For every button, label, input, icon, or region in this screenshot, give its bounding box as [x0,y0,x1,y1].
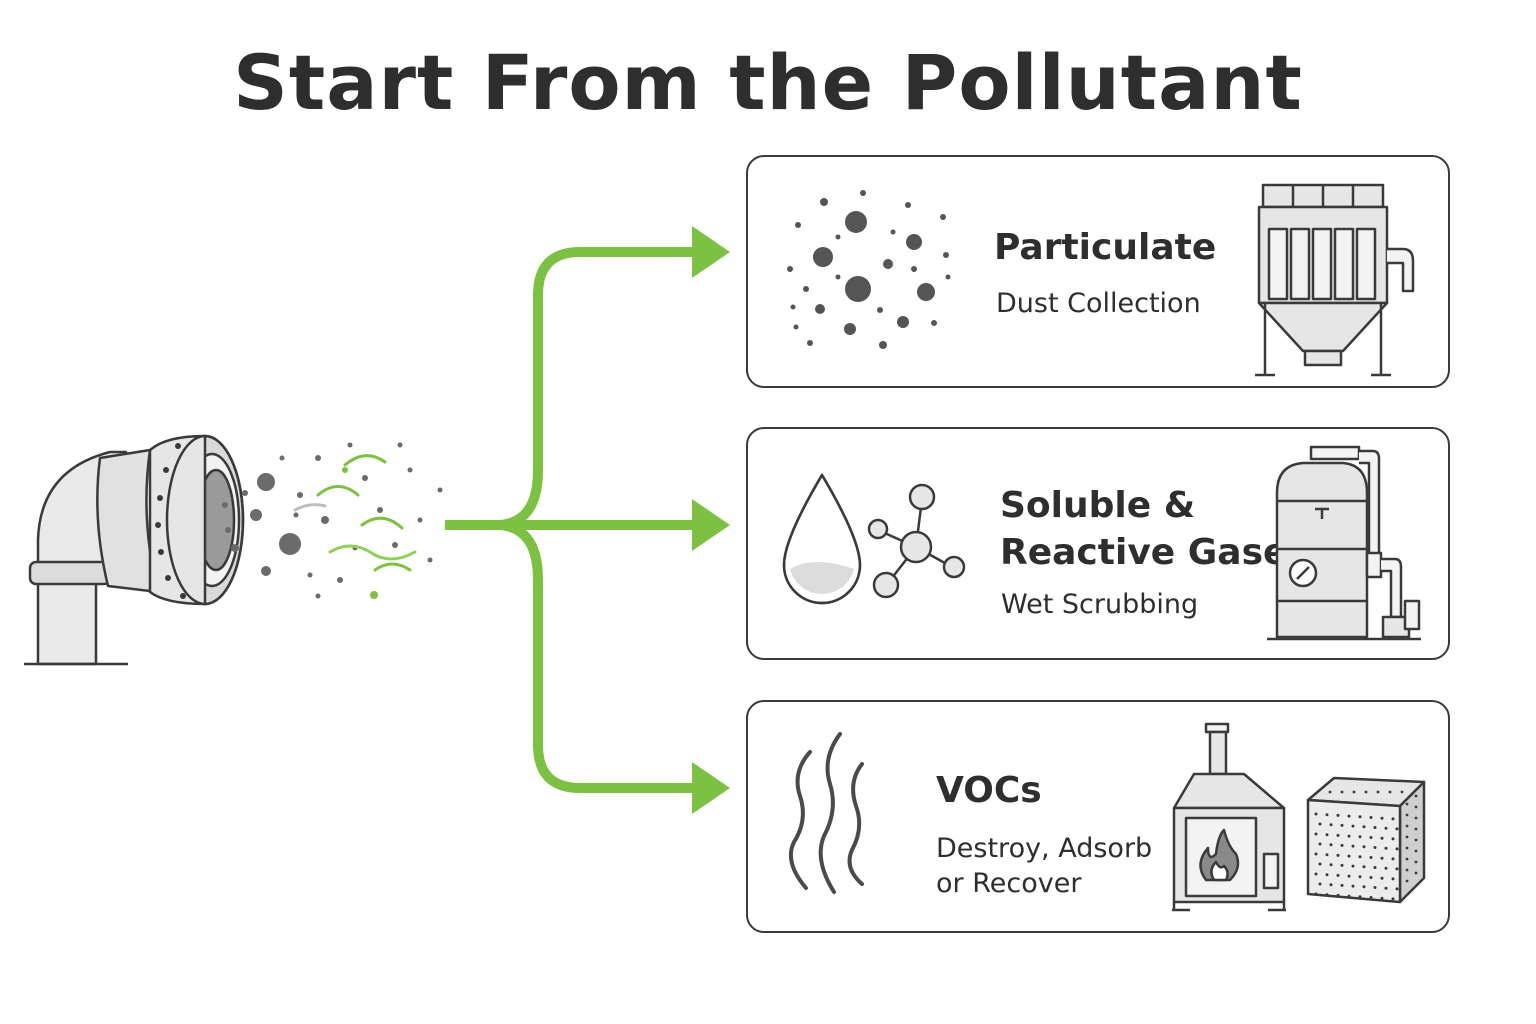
baghouse-dust-collector-icon [1255,183,1415,377]
branch-card-particulate: Particulate Dust Collection [746,155,1450,388]
branch-subtitle-vocs-line-1: Destroy, Adsorb [936,833,1153,864]
branch-title-gases-line-2: Reactive Gases [1000,532,1309,573]
arrow-to-vocs [499,520,695,793]
branch-title-gases-line-1: Soluble & [1000,485,1196,526]
branch-title-vocs: VOCs [936,770,1042,811]
droplet-molecule-icon [782,473,966,605]
branch-card-gases: Soluble & Reactive Gases Wet Scrubbing [746,427,1450,660]
branch-title-particulate: Particulate [994,227,1217,268]
arrow-head-3 [692,762,730,814]
arrow-head-1 [692,226,730,278]
vapor-wisps-icon [789,732,864,894]
branch-arrows [445,247,695,793]
page-title: Start From the Pollutant [233,38,1303,127]
branch-subtitle-particulate: Dust Collection [996,288,1201,319]
branch-subtitle-vocs-line-2: or Recover [936,868,1082,899]
activated-carbon-adsorber-icon [1306,776,1426,904]
exhaust-pipe-icon [24,434,245,666]
arrow-head-2 [692,499,730,551]
thermal-oxidizer-icon [1172,722,1286,912]
wet-scrubber-icon [1267,445,1421,641]
arrow-heads [692,226,730,814]
emission-plume-icon [222,442,443,599]
pore-dots [1314,790,1418,901]
dust-particles-icon [787,190,951,349]
branch-subtitle-gases: Wet Scrubbing [1001,589,1199,620]
arrow-to-particulate [499,247,695,530]
branch-card-vocs: VOCs Destroy, Adsorb or Recover [746,700,1450,933]
flange-bolts [155,443,186,599]
